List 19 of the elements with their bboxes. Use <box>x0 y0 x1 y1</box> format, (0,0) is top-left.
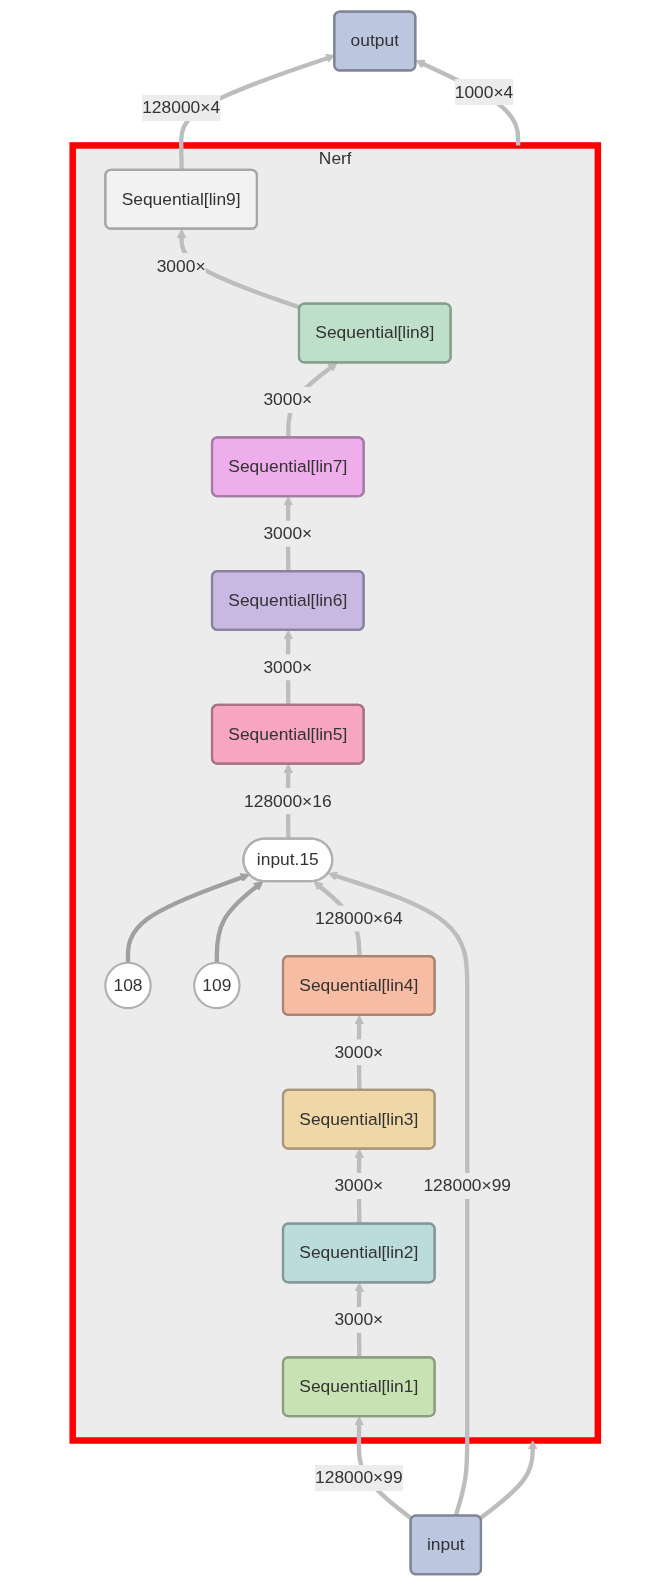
node-circle: 109 <box>192 961 241 1009</box>
edge-label: 3000× <box>156 255 206 275</box>
arrow <box>479 1439 538 1520</box>
edge-label: 1000×4 <box>454 81 513 101</box>
edge-label: 128000×64 <box>314 908 403 927</box>
edge-label: 128000×99 <box>423 1175 511 1195</box>
arrow <box>125 872 250 963</box>
arrow <box>214 880 264 963</box>
edge-label: 128000×16 <box>243 790 332 810</box>
edge-label: 3000× <box>334 1309 383 1329</box>
edge-label: 3000× <box>334 1042 383 1061</box>
edge-label: 3000× <box>263 389 312 409</box>
edge-label: 3000× <box>263 523 312 542</box>
edge-label: 128000×4 <box>141 97 220 117</box>
arrow <box>415 59 520 145</box>
edge-label: 128000×99 <box>314 1467 403 1487</box>
node-circle: 108 <box>103 961 152 1009</box>
edge-label: 3000× <box>334 1175 383 1195</box>
edge-label: 3000× <box>263 657 312 676</box>
